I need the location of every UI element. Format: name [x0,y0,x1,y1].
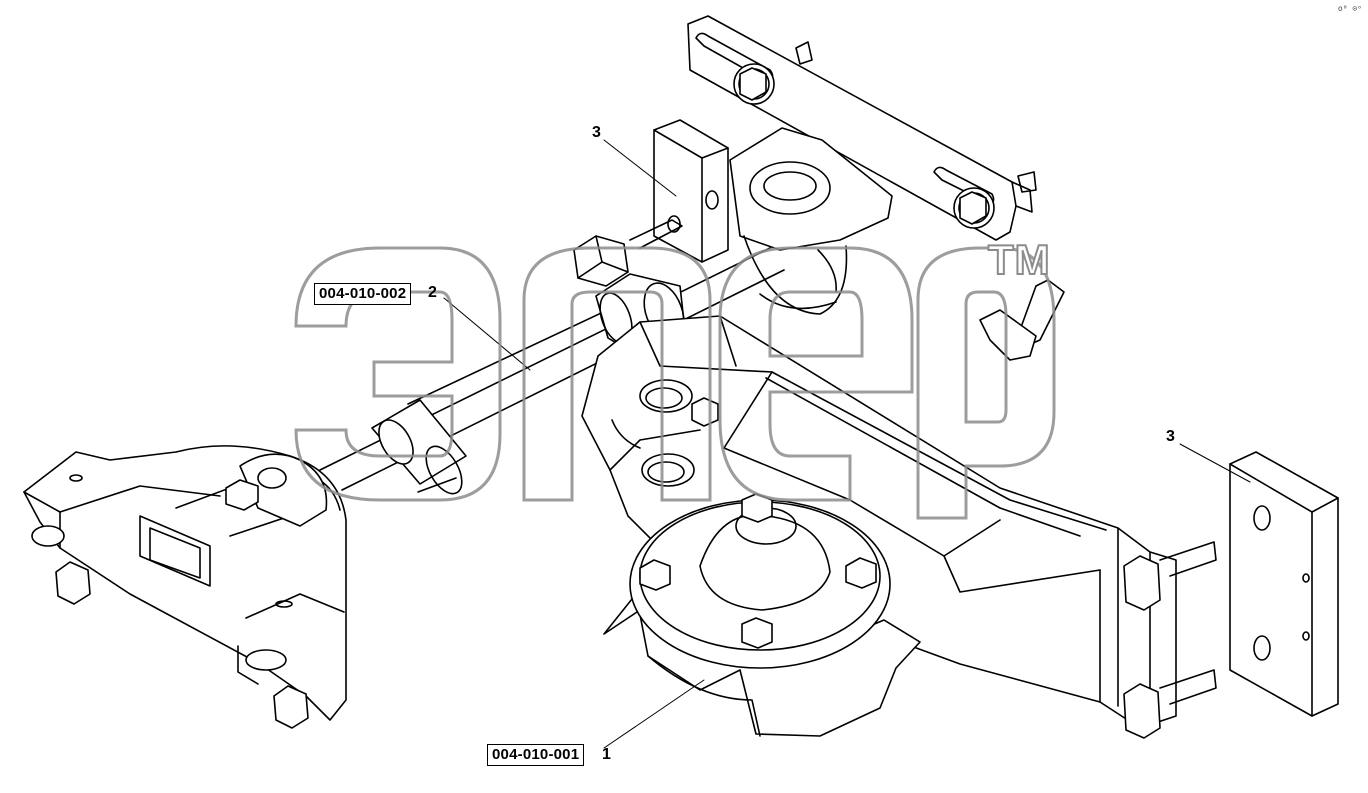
watermark-logo [294,246,1056,520]
idler-bolt-left-upper [31,525,91,605]
corner-mark: o⁰ ⊙ᵒ [1337,4,1362,13]
callout-number-3-right: 3 [1166,428,1175,445]
tie-rod-nut-upper [573,235,629,287]
upper-pin [629,215,683,249]
lower-joint-bolt-bottom [741,617,773,649]
callout-number-3-top: 3 [592,124,601,141]
arm-right-bolt-lower [1123,669,1217,739]
callout-number-2: 2 [428,284,437,301]
watermark-trademark: TM [987,235,1051,284]
arm-right-bolt-upper [1123,541,1217,611]
lower-ball-joint [603,499,921,737]
leader-line-part-1 [603,679,705,749]
arm-opening-upper [639,379,693,413]
spacer-block-right [1229,451,1339,717]
leader-line-part-3-right [1179,443,1251,483]
idler-rod-end [239,453,328,527]
idler-bolt-top [225,479,259,511]
plate-bolt-right [953,187,995,229]
part-code-004-010-002[interactable]: 004-010-002 [314,283,412,305]
lower-control-arm [581,315,1177,729]
arm-opening-lower [641,453,695,487]
leader-line-part-2 [443,297,531,371]
part-code-004-010-001[interactable]: 004-010-001 [487,744,585,766]
lower-joint-bolt-right [845,557,877,589]
bracket-block-top [653,119,729,263]
tie-rod-adjuster [371,399,467,495]
callout-number-1: 1 [602,746,611,763]
lower-joint-bolt-left [639,559,671,591]
leader-line-part-3-top [603,139,677,197]
upper-ball-joint [729,127,893,315]
arm-bolt-center [691,397,719,427]
plate-bolt-top [733,63,775,105]
idler-bolt-left-lower [245,649,309,729]
